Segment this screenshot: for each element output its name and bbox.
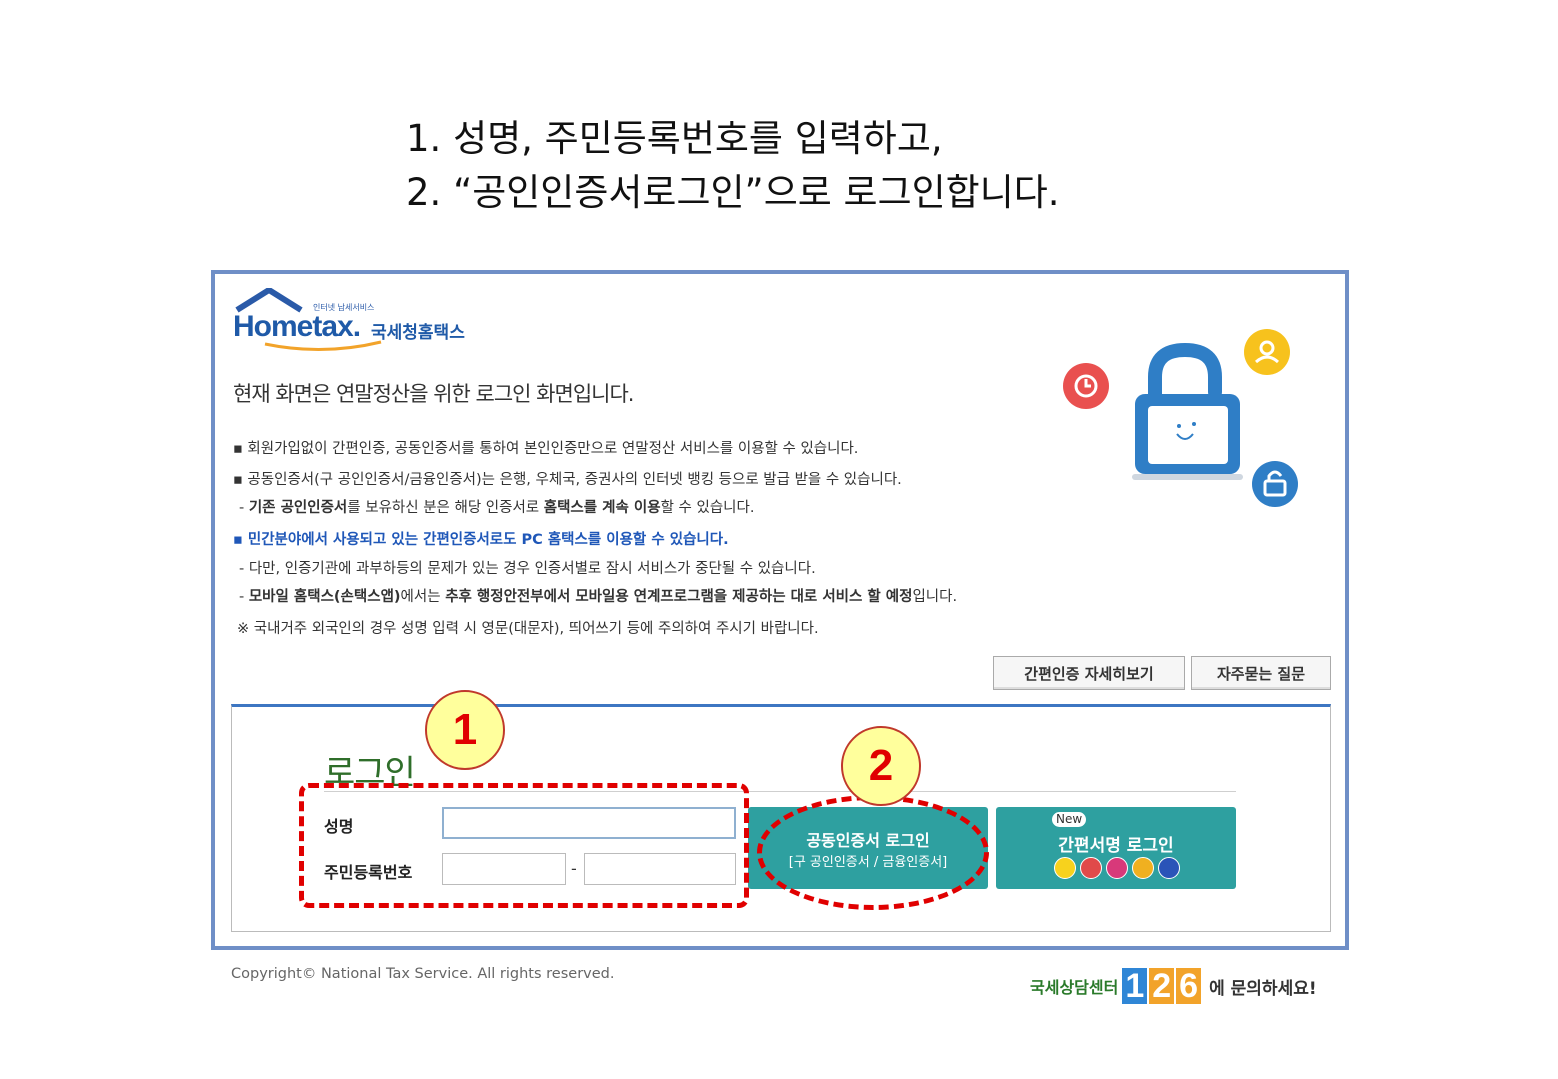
kb-icon [1132, 857, 1154, 879]
rrn-back-input[interactable] [584, 853, 736, 885]
call-center-suffix: 에 문의하세요! [1209, 978, 1317, 999]
simple-signature-login-button[interactable]: New 간편서명 로그인 [996, 807, 1236, 889]
samsung-pass-icon [1158, 857, 1180, 879]
instruction-line-2: 2. “공인인증서로그인”으로 로그인합니다. [406, 171, 1060, 214]
auth-provider-icons [1054, 857, 1180, 879]
notice-bold-text: 모바일 홈택스(손택스앱) [248, 589, 401, 605]
notice-item: - 모바일 홈택스(손택스앱)에서는 추후 행정안전부에서 모바일용 연계프로그… [239, 585, 957, 606]
instruction-text: 1. 성명, 주민등록번호를 입력하고, 2. “공인인증서로그인”으로 로그인… [406, 112, 1060, 220]
notice-text: - [239, 589, 249, 605]
notice-item: ※ 국내거주 외국인의 경우 성명 입력 시 영문(대문자), 띄어쓰기 등에 … [237, 621, 819, 637]
notice-item: - 기존 공인인증서를 보유하신 분은 해당 인증서로 홈택스를 계속 이용할 … [239, 496, 754, 517]
person-icon [1244, 329, 1290, 375]
name-label: 성명 [324, 817, 354, 836]
call-center-number: 1 2 6 [1122, 968, 1203, 1004]
call-center-digit: 2 [1149, 968, 1175, 1004]
logo-swoosh-icon [264, 340, 382, 352]
kakao-icon [1054, 857, 1076, 879]
simple-auth-detail-button[interactable]: 간편인증 자세히보기 [993, 656, 1185, 690]
notice-text: - [239, 500, 249, 516]
notice-bold-text: 기존 공인인증서 [248, 500, 348, 516]
call-center-label: 국세상담센터 [1030, 978, 1119, 997]
annotation-button-highlight [757, 795, 989, 910]
faq-button[interactable]: 자주묻는 질문 [1191, 656, 1331, 690]
step-1-badge: 1 [425, 690, 505, 770]
screen-title: 현재 화면은 연말정산을 위한 로그인 화면입니다. [233, 382, 634, 406]
payco-icon [1080, 857, 1102, 879]
small-lock-icon [1252, 461, 1298, 507]
rrn-separator: - [571, 859, 577, 878]
notice-text: 를 보유하신 분은 해당 인증서로 [347, 500, 544, 516]
logo-wordmark: Hometax. [233, 310, 361, 343]
notice-text: 입니다. [912, 589, 958, 605]
rrn-label: 주민등록번호 [324, 863, 413, 882]
notice-bold-text: 홈택스를 계속 이용 [543, 500, 661, 516]
notice-bold-text: 추후 행정안전부에서 모바일용 연계프로그램을 제공하는 대로 서비스 할 예정 [445, 589, 913, 605]
notice-text: 할 수 있습니다. [660, 500, 755, 516]
logo-korean-name: 국세청홈택스 [371, 323, 465, 343]
notice-item-highlight: ▪ 민간분야에서 사용되고 있는 간편인증서로도 PC 홈택스를 이용할 수 있… [233, 532, 729, 548]
new-badge: New [1052, 812, 1087, 827]
name-input[interactable] [442, 807, 736, 839]
simple-signature-login-label: 간편서명 로그인 [1058, 836, 1174, 856]
notice-text: 에서는 [400, 589, 446, 605]
logo-tagline: 인터넷 납세서비스 [313, 303, 375, 312]
divider [324, 791, 1236, 792]
notice-item: ▪ 회원가입없이 간편인증, 공동인증서를 통하여 본인인증만으로 연말정산 서… [233, 441, 859, 457]
hometax-logo[interactable]: 인터넷 납세서비스 Hometax. 국세청홈택스 [233, 288, 493, 352]
notice-item: ▪ 공동인증서(구 공인인증서/금융인증서)는 은행, 우체국, 증권사의 인터… [233, 472, 902, 488]
step-2-badge: 2 [841, 726, 921, 806]
call-center-digit: 6 [1176, 968, 1202, 1004]
house-roof-icon [235, 288, 303, 313]
call-center-digit: 1 [1122, 968, 1148, 1004]
tax-call-center-banner[interactable]: 국세상담센터 1 2 6 에 문의하세요! [1030, 966, 1317, 1006]
rrn-front-input[interactable] [442, 853, 566, 885]
unlocked-padlock-illustration [1063, 329, 1298, 507]
copyright-text: Copyright© National Tax Service. All rig… [231, 966, 615, 982]
instruction-line-1: 1. 성명, 주민등록번호를 입력하고, [406, 117, 943, 160]
pass-icon [1106, 857, 1128, 879]
annotation-input-highlight [299, 783, 749, 908]
notice-item: - 다만, 인증기관에 과부하등의 문제가 있는 경우 인증서별로 잠시 서비스… [239, 561, 816, 577]
